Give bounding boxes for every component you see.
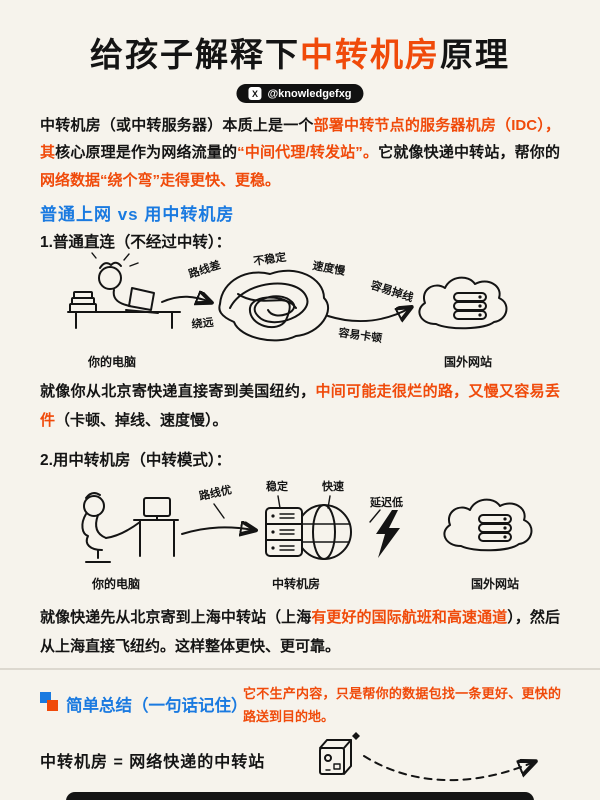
- label-foreign-website: 国外网站: [444, 354, 492, 369]
- summary-note: 它不生产内容，只是帮你的数据包找一条更好、更快的路送到目的地。: [243, 686, 561, 724]
- benefit-label: 快速: [321, 479, 344, 493]
- label-ticks: [213, 495, 381, 523]
- problem-label: 容易卡顿: [337, 325, 384, 345]
- arrow-to-cloud: [327, 308, 410, 321]
- package-arrow-doodle: [319, 732, 562, 781]
- section-relay-title: 2.用中转机房（中转模式）：: [40, 452, 232, 469]
- problem-label: 速度慢: [311, 258, 347, 278]
- author-handle: @knowledgefxg: [267, 87, 352, 100]
- text-segment: 中转机房: [300, 36, 440, 73]
- x-logo-icon: X: [248, 87, 262, 100]
- text-segment: 给孩子解释下: [90, 36, 300, 73]
- label-relay-room: 中转机房: [272, 576, 320, 591]
- text-segment: 就像快递先从北京寄到上海中转站（上海: [40, 609, 312, 626]
- text-segment: ），然后从上海直接飞纽约。这样整体更快、更可靠。: [40, 609, 560, 655]
- relay-server-rack-icon: [265, 507, 303, 557]
- benefit-label: 路线优: [198, 482, 233, 503]
- bottom-bar: [66, 792, 534, 800]
- package-box-icon: [319, 732, 360, 775]
- arrow-to-relay: [181, 527, 254, 534]
- text-segment: 中间可能走很烂的路，又慢又容易丢件: [40, 383, 560, 429]
- page-title: 给孩子解释下中转机房原理: [0, 28, 600, 76]
- label-your-computer: 你的电脑: [87, 354, 136, 369]
- section-divider: [0, 668, 600, 670]
- benefit-label: 稳定: [266, 479, 288, 493]
- lightning-icon: [376, 510, 400, 558]
- label-foreign-website: 国外网站: [471, 576, 519, 591]
- intro-paragraph: 中转机房（或中转服务器）本质上是一个部署中转节点的服务器机房（IDC），其核心原…: [40, 112, 560, 194]
- arrow-to-tangle: [161, 297, 210, 302]
- problem-label: 绕远: [191, 315, 214, 331]
- summary-formula: 中转机房 = 网络快递的中转站: [40, 754, 266, 771]
- summary-squares-icon: [40, 692, 62, 714]
- problem-label: 路线差: [187, 257, 223, 281]
- person-at-computer-doodle: [67, 252, 181, 329]
- text-segment: 原理: [440, 36, 510, 73]
- text-segment: 核心原理是作为网络流量的: [55, 144, 238, 162]
- problem-label: 不稳定: [252, 252, 287, 268]
- label-your-computer: 你的电脑: [91, 576, 140, 591]
- section-direct-title: 1.普通直连（不经过中转）：: [40, 234, 232, 251]
- text-segment: 部署中转节点的服务器机房（IDC），其: [40, 117, 560, 162]
- relay-caption: 就像快递先从北京寄到上海中转站（上海有更好的国际航班和高速通道），然后从上海直接…: [40, 604, 560, 661]
- text-segment: 中转机房（或中转服务器）本质上是一个: [40, 117, 314, 134]
- direct-caption: 就像你从北京寄快递直接寄到美国纽约，中间可能走很烂的路，又慢又容易丢件（卡顿、掉…: [40, 378, 560, 435]
- author-badge: X @knowledgefxg: [236, 84, 364, 103]
- comparison-heading: 普通上网 vs 用中转机房: [40, 205, 235, 224]
- text-segment: 有更好的国际航班和高速通道: [311, 609, 508, 626]
- tangle-scribble-doodle: [218, 269, 330, 342]
- diagram-relay-mode: 路线优 稳定 快速 延迟低 你的电脑 中转机房 国外网站: [81, 479, 533, 591]
- cloud-server-icon: [418, 276, 508, 330]
- text-segment: 网络数据“绕个弯”走得更快、更稳。: [40, 171, 281, 189]
- text-segment: “中间代理/转发站”。: [237, 144, 379, 162]
- diagram-direct-connection: 路线差 不稳定 速度慢 容易掉线 绕远 容易卡顿 你的电脑 国外网站: [67, 252, 508, 369]
- text-segment: 就像你从北京寄快递直接寄到美国纽约，: [40, 383, 316, 400]
- sparkle-diamond-icon: [352, 732, 360, 740]
- cloud-server-icon: [443, 498, 533, 552]
- text-segment: 它就像快递中转站，帮你的: [378, 144, 560, 162]
- benefit-label: 延迟低: [369, 495, 403, 509]
- text-segment: （卡顿、掉线、速度慢）。: [55, 411, 228, 429]
- summary-heading: 简单总结（一句话记住）: [66, 697, 248, 715]
- dashed-arrow-doodle: [363, 755, 534, 781]
- globe-icon: [296, 504, 352, 560]
- person-relaxing-doodle: [81, 492, 179, 563]
- problem-label: 容易掉线: [368, 277, 415, 304]
